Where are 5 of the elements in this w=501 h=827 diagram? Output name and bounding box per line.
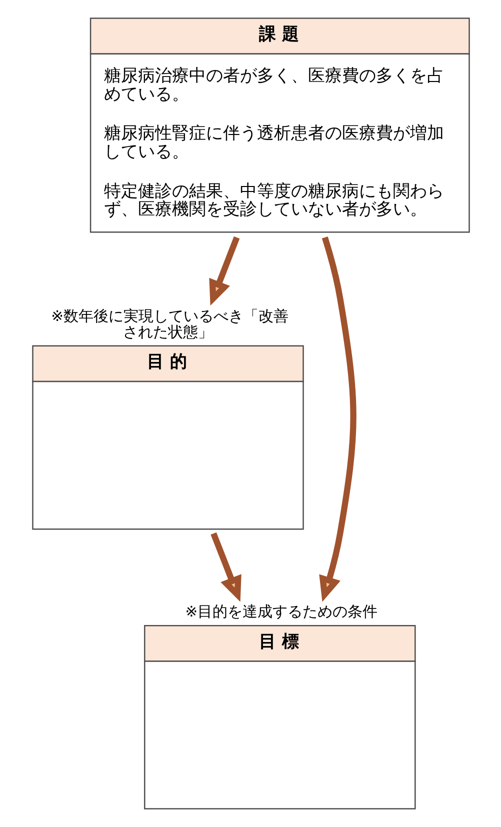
- node-label: ※目的を達成するための条件: [184, 604, 378, 620]
- arrow: [208, 236, 240, 306]
- node-label: ※数年後に実現しているべき「改善された状態」: [50, 308, 288, 341]
- arrow: [210, 532, 241, 602]
- arrow: [318, 236, 356, 602]
